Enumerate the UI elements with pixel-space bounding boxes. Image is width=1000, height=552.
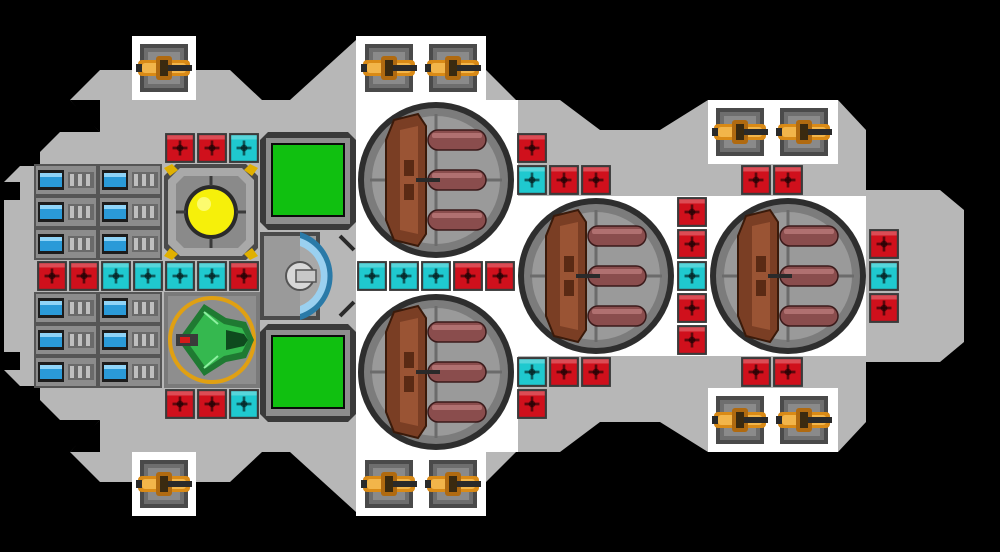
cargo-pod-icon[interactable] bbox=[516, 196, 676, 356]
battery-cell-icon[interactable] bbox=[98, 356, 162, 388]
cyan-connector-icon[interactable] bbox=[388, 260, 420, 292]
turret-icon[interactable] bbox=[776, 396, 832, 444]
red-connector-icon[interactable] bbox=[580, 356, 612, 388]
helm-console-icon[interactable] bbox=[260, 232, 356, 320]
red-connector-icon[interactable] bbox=[68, 260, 100, 292]
red-connector-icon[interactable] bbox=[164, 388, 196, 420]
battery-cell-icon[interactable] bbox=[34, 196, 98, 228]
red-connector-icon[interactable] bbox=[516, 388, 548, 420]
red-connector-icon[interactable] bbox=[868, 292, 900, 324]
turret-icon[interactable] bbox=[776, 108, 832, 156]
battery-cell-icon[interactable] bbox=[98, 164, 162, 196]
red-connector-icon[interactable] bbox=[868, 228, 900, 260]
red-connector-icon[interactable] bbox=[484, 260, 516, 292]
green-screen-icon[interactable] bbox=[260, 324, 356, 422]
cyan-connector-icon[interactable] bbox=[228, 132, 260, 164]
turret-icon[interactable] bbox=[712, 108, 768, 156]
red-connector-icon[interactable] bbox=[516, 132, 548, 164]
cyan-connector-icon[interactable] bbox=[196, 260, 228, 292]
turret-icon[interactable] bbox=[361, 460, 417, 508]
battery-cell-icon[interactable] bbox=[34, 356, 98, 388]
cyan-connector-icon[interactable] bbox=[100, 260, 132, 292]
battery-cell-icon[interactable] bbox=[98, 196, 162, 228]
red-connector-icon[interactable] bbox=[740, 356, 772, 388]
turret-icon[interactable] bbox=[136, 44, 192, 92]
red-connector-icon[interactable] bbox=[548, 164, 580, 196]
cyan-connector-icon[interactable] bbox=[516, 164, 548, 196]
red-connector-icon[interactable] bbox=[548, 356, 580, 388]
red-connector-icon[interactable] bbox=[676, 324, 708, 356]
red-connector-icon[interactable] bbox=[676, 292, 708, 324]
battery-cell-icon[interactable] bbox=[34, 292, 98, 324]
battery-cell-icon[interactable] bbox=[98, 228, 162, 260]
cargo-pod-icon[interactable] bbox=[356, 292, 516, 452]
cargo-pod-icon[interactable] bbox=[708, 196, 868, 356]
red-connector-icon[interactable] bbox=[452, 260, 484, 292]
green-screen-icon[interactable] bbox=[260, 132, 356, 230]
red-connector-icon[interactable] bbox=[36, 260, 68, 292]
battery-cell-icon[interactable] bbox=[98, 292, 162, 324]
red-connector-icon[interactable] bbox=[228, 260, 260, 292]
docked-fighter-icon[interactable] bbox=[164, 292, 260, 388]
battery-cell-icon[interactable] bbox=[34, 324, 98, 356]
turret-icon[interactable] bbox=[361, 44, 417, 92]
red-connector-icon[interactable] bbox=[676, 196, 708, 228]
red-connector-icon[interactable] bbox=[740, 164, 772, 196]
cargo-pod-icon[interactable] bbox=[356, 100, 516, 260]
cyan-connector-icon[interactable] bbox=[228, 388, 260, 420]
turret-icon[interactable] bbox=[425, 44, 481, 92]
red-connector-icon[interactable] bbox=[580, 164, 612, 196]
cyan-connector-icon[interactable] bbox=[132, 260, 164, 292]
battery-cell-icon[interactable] bbox=[34, 164, 98, 196]
red-connector-icon[interactable] bbox=[164, 132, 196, 164]
cyan-connector-icon[interactable] bbox=[516, 356, 548, 388]
cyan-connector-icon[interactable] bbox=[420, 260, 452, 292]
red-connector-icon[interactable] bbox=[196, 388, 228, 420]
cyan-connector-icon[interactable] bbox=[356, 260, 388, 292]
cyan-connector-icon[interactable] bbox=[164, 260, 196, 292]
red-connector-icon[interactable] bbox=[676, 228, 708, 260]
battery-cell-icon[interactable] bbox=[98, 324, 162, 356]
cyan-connector-icon[interactable] bbox=[676, 260, 708, 292]
turret-icon[interactable] bbox=[712, 396, 768, 444]
red-connector-icon[interactable] bbox=[772, 164, 804, 196]
reactor-core-icon[interactable] bbox=[164, 164, 258, 260]
red-connector-icon[interactable] bbox=[772, 356, 804, 388]
turret-icon[interactable] bbox=[136, 460, 192, 508]
red-connector-icon[interactable] bbox=[196, 132, 228, 164]
cyan-connector-icon[interactable] bbox=[868, 260, 900, 292]
turret-icon[interactable] bbox=[425, 460, 481, 508]
battery-cell-icon[interactable] bbox=[34, 228, 98, 260]
